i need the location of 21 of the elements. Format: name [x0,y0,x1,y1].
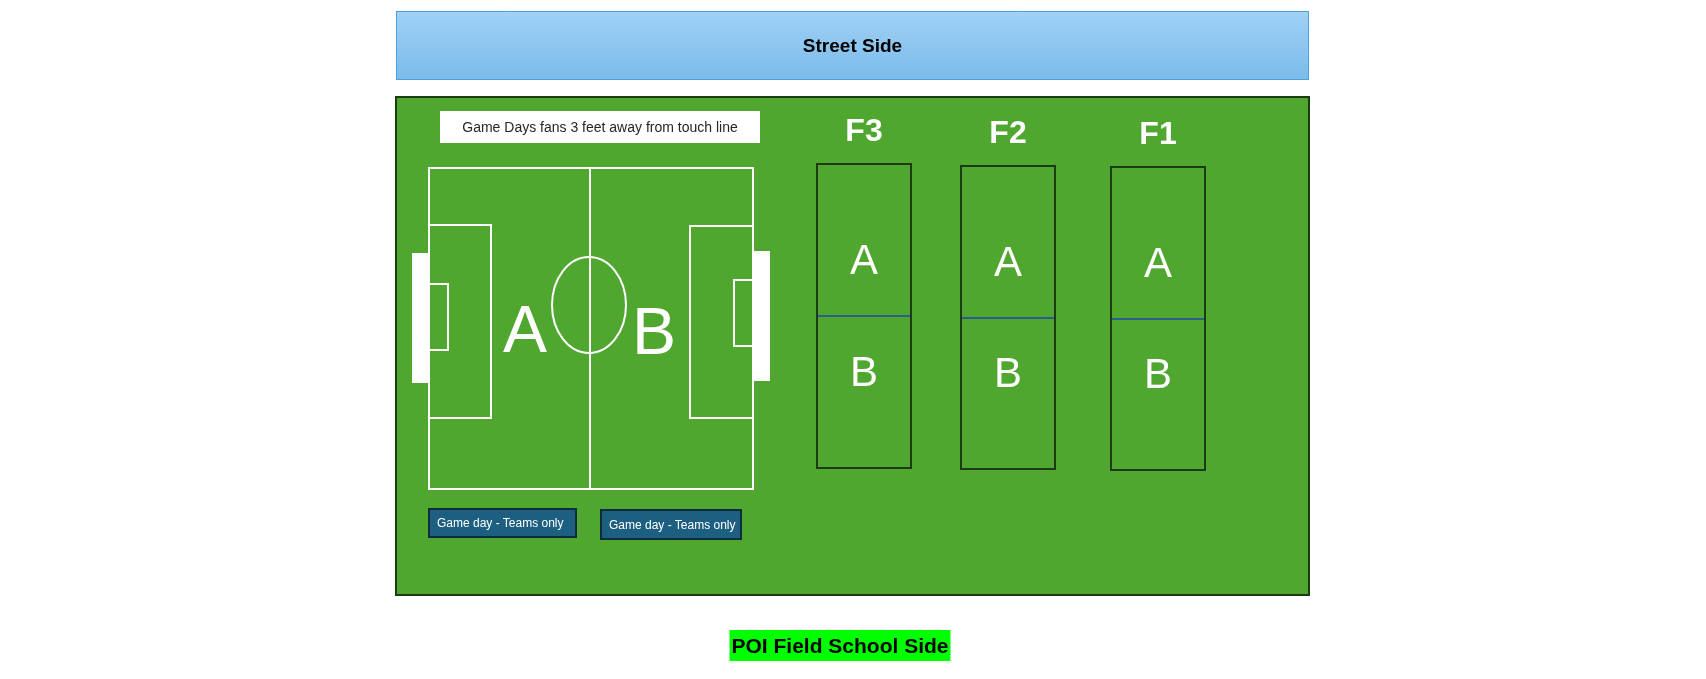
half-label: A [503,296,547,362]
half-label: A [1144,241,1172,284]
half-label: B [850,350,878,393]
banner-title: Street Side [802,34,903,57]
field-name: F1 [1139,117,1177,149]
note-text: Game Days fans 3 feet away from touch line [462,119,738,135]
field-name: F3 [845,114,883,146]
half-label: A [994,240,1022,283]
half-label: A [850,239,878,282]
label-panel [428,508,577,538]
label-panel [600,509,742,540]
panel-text: Game day - Teams only [437,516,564,530]
banner [396,11,1309,80]
panel-text: Game day - Teams only [609,517,736,532]
grass-field [395,96,1310,596]
note-panel [440,111,760,143]
half-label: B [994,352,1022,395]
half-label: B [632,298,676,364]
side-label: POI Field School Side [729,630,951,661]
half-label: B [1144,353,1172,396]
field-name: F2 [989,116,1027,148]
